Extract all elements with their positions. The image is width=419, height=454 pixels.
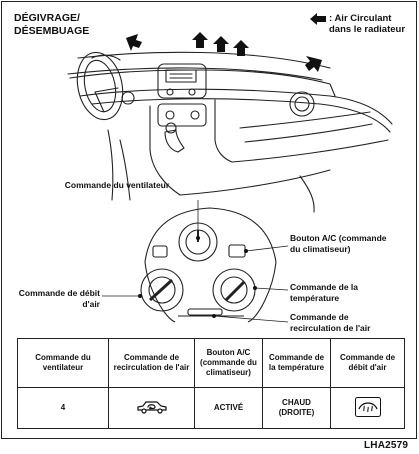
recirculation-car-icon [136, 400, 167, 414]
airflow-arrow-2 [213, 36, 229, 52]
settings-table: Commande du ventilateur Commande de reci… [17, 338, 405, 429]
title-line-2: DÉSEMBUAGE [14, 25, 90, 37]
airflow-arrow-1 [192, 32, 208, 48]
defrost-icon [354, 396, 381, 417]
header-fan: Commande du ventilateur [17, 338, 109, 388]
callout-air-flow-control: Commande de débit d'air [18, 288, 100, 309]
figure-code: LHA2579 [364, 440, 409, 451]
table-header-row: Commande du ventilateur Commande de reci… [17, 338, 405, 388]
callout-temperature-control: Commande de la température [290, 282, 359, 303]
figure-frame [1, 1, 417, 439]
header-air-flow: Commande de débit d'air [330, 338, 405, 388]
airflow-arrows [126, 32, 322, 72]
left-arrow-icon [310, 13, 326, 25]
cell-temperature: CHAUD (DROITE) [262, 387, 331, 429]
header-recirculation: Commande de recirculation de l'air [108, 338, 195, 388]
cell-air-flow [330, 387, 405, 429]
air-flow-knob [140, 268, 184, 312]
airflow-arrow-left [126, 34, 142, 51]
callout-ac-button: Bouton A/C (commande du climatiseur) [290, 233, 387, 254]
ac-button [228, 244, 246, 258]
header-temperature: Commande de la température [262, 338, 331, 388]
table-row: 4 ACTIVÉ CHAUD (DROITE) [17, 387, 405, 429]
recirculation-lever [187, 308, 223, 316]
callout-recirculation-control: Commande de recirculation de l'air [290, 312, 371, 333]
cell-ac: ACTIVÉ [194, 387, 263, 429]
title-line-1: DÉGIVRAGE/ [14, 12, 80, 24]
callout-fan-control: Commande du ventilateur [64, 180, 170, 190]
cell-recirculation [108, 387, 195, 429]
diagram-title: DÉGIVRAGE/ DÉSEMBUAGE [14, 12, 124, 38]
legend-text: : Air Circulant dans le radiateur [329, 13, 406, 35]
cell-fan: 4 [17, 387, 109, 429]
header-ac: Bouton A/C (commande du climatiseur) [194, 338, 263, 388]
climate-control-panel [102, 200, 289, 323]
airflow-arrow-3 [233, 40, 249, 56]
airflow-arrow-right [305, 56, 322, 72]
